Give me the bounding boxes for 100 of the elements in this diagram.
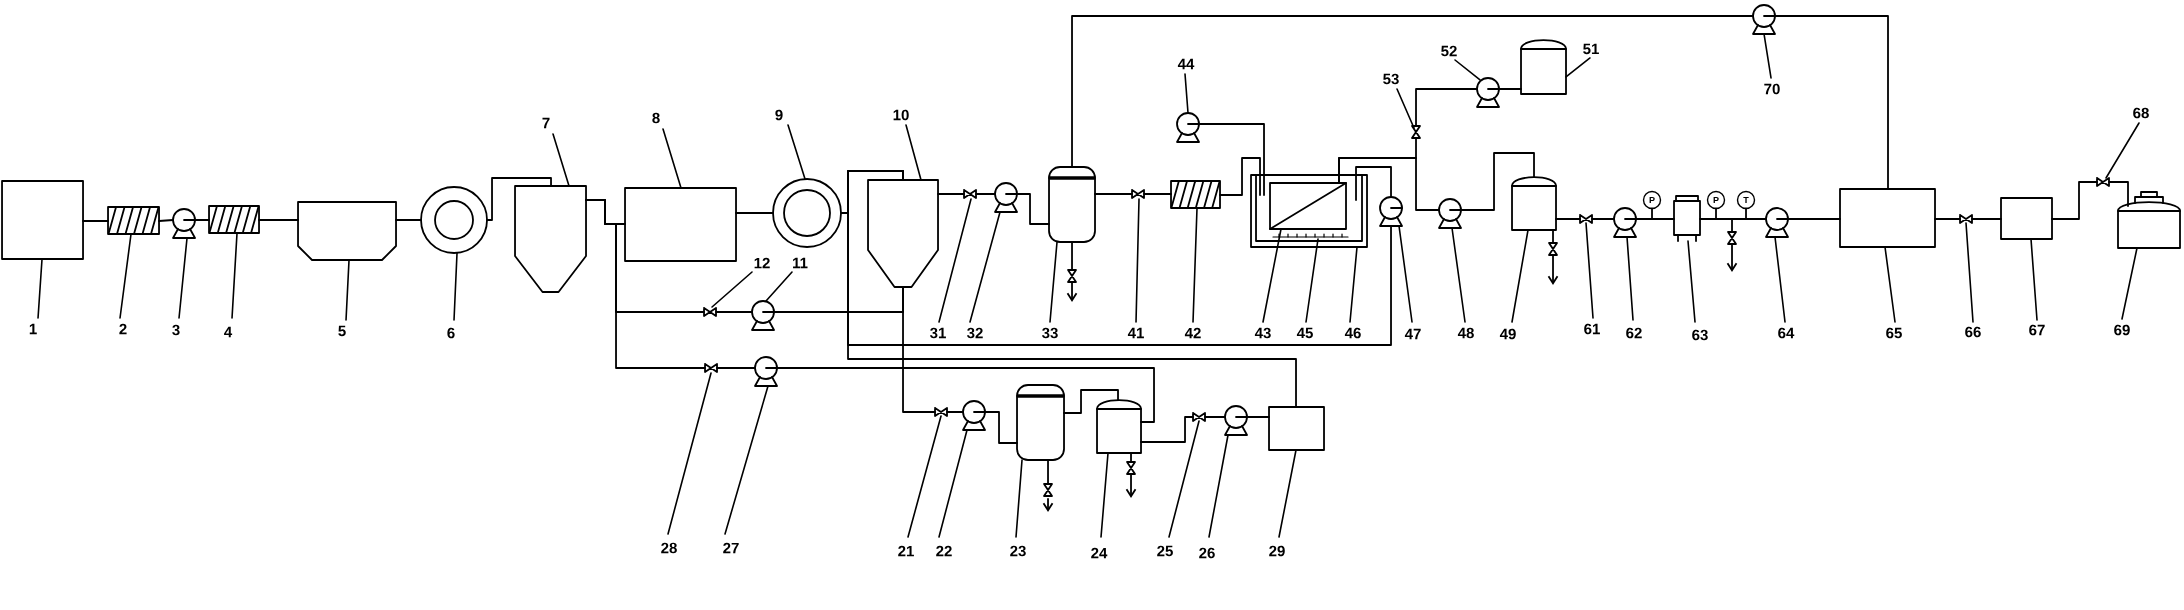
leader-line [724, 385, 769, 535]
pipe-line [1204, 416, 1226, 418]
leader-line [231, 232, 238, 319]
pipe-line [1355, 166, 1392, 201]
leader-line [1965, 222, 1974, 323]
pump-symbol [1476, 77, 1500, 108]
pump-symbol [994, 182, 1018, 213]
pipe-line [735, 212, 774, 214]
pump-symbol [751, 300, 775, 331]
pipe-line [776, 367, 1155, 423]
leader-line [1278, 449, 1297, 538]
pipe-line [1246, 416, 1270, 418]
pipe-line [1591, 218, 1615, 220]
leader-line [1454, 59, 1481, 81]
callout-number: 42 [1184, 327, 1201, 339]
pipe-line [1415, 88, 1478, 127]
callout-number: 47 [1404, 328, 1421, 340]
callout-number: 4 [224, 326, 233, 338]
pipe-line [1094, 193, 1133, 195]
double-circle-symbol [772, 178, 842, 248]
pump-symbol [754, 356, 778, 387]
equipment-box [2000, 197, 2053, 240]
leader-line [1451, 227, 1466, 323]
hopper [514, 185, 587, 293]
callout-number: 70 [1764, 83, 1780, 95]
leader-line [1396, 88, 1415, 129]
leader-line [938, 198, 972, 323]
filter-symbol [107, 206, 160, 235]
callout-number: 2 [119, 323, 127, 335]
basin [1250, 174, 1368, 248]
pipe-line [1016, 193, 1050, 225]
leader-line [1349, 246, 1358, 323]
leader-line [1192, 207, 1198, 323]
valve-symbol [1579, 214, 1593, 224]
filter-symbol [1170, 180, 1221, 209]
callout-number: 48 [1457, 327, 1474, 339]
leader-line [905, 124, 922, 181]
leader-line [662, 128, 682, 189]
leader-line [2121, 247, 2138, 320]
double-circle-symbol [420, 186, 488, 254]
callout-number: 5 [338, 325, 346, 337]
callout-number: 41 [1127, 327, 1144, 339]
drain-arrow [1726, 243, 1738, 272]
leader-line [345, 259, 350, 321]
valve-symbol [963, 189, 977, 199]
leader-line [1262, 228, 1282, 323]
leader-line [787, 124, 806, 180]
pump-symbol [1752, 4, 1776, 35]
leader-line [178, 237, 188, 319]
pipe-line [1219, 157, 1261, 196]
equipment-box [1839, 188, 1936, 248]
callout-number: 66 [1965, 326, 1981, 338]
drain-arrow [1547, 254, 1559, 285]
pipe-line [1063, 389, 1119, 414]
leader-line [2105, 122, 2140, 179]
valve-symbol [2096, 177, 2110, 187]
leader-line [1687, 240, 1696, 323]
pipe-line [2108, 181, 2129, 207]
valve-symbol [1959, 214, 1973, 224]
callout-number: 24 [1091, 547, 1108, 559]
pump-symbol [1176, 112, 1200, 143]
pipe-line [1338, 157, 1440, 211]
pump-symbol [1379, 196, 1403, 227]
leader-line [1763, 33, 1772, 79]
leader-line [1774, 236, 1786, 323]
pump-symbol [172, 208, 196, 239]
leader-line [1585, 222, 1594, 319]
pipe-line [1460, 152, 1535, 211]
callout-number: 7 [542, 117, 550, 129]
valve-symbol [1411, 125, 1421, 139]
callout-number: 12 [754, 257, 770, 269]
pipe-line [1047, 459, 1049, 485]
leader-line [1565, 57, 1591, 78]
callout-number: 44 [1177, 58, 1195, 70]
valve-symbol [934, 407, 948, 417]
leader-line [1305, 238, 1319, 323]
callout-number: 62 [1626, 327, 1642, 339]
pipe-line [1071, 241, 1073, 271]
equipment-box [624, 187, 737, 262]
pipe-line [158, 219, 174, 222]
pipe-line [1787, 218, 1841, 220]
leader-line [37, 258, 43, 319]
pipe-line [1971, 218, 2002, 220]
callout-number: 26 [1199, 547, 1215, 559]
callout-number: 22 [936, 545, 952, 557]
drain-arrow [1042, 498, 1054, 512]
pump-symbol [1224, 405, 1248, 436]
callout-number: 51 [1583, 43, 1599, 55]
valve-symbol [703, 307, 717, 317]
pump-symbol [1438, 198, 1462, 229]
callout-number: 9 [775, 109, 783, 121]
equipment-box [1268, 406, 1325, 451]
leader-line [552, 133, 570, 187]
leader-line [1184, 73, 1189, 114]
pipe-line [1934, 218, 1961, 220]
callout-number: 28 [661, 542, 677, 554]
valve-symbol [1067, 269, 1077, 283]
callout-number: 65 [1886, 327, 1902, 339]
pipe-line [194, 219, 210, 221]
pipe-line [1731, 218, 1733, 233]
